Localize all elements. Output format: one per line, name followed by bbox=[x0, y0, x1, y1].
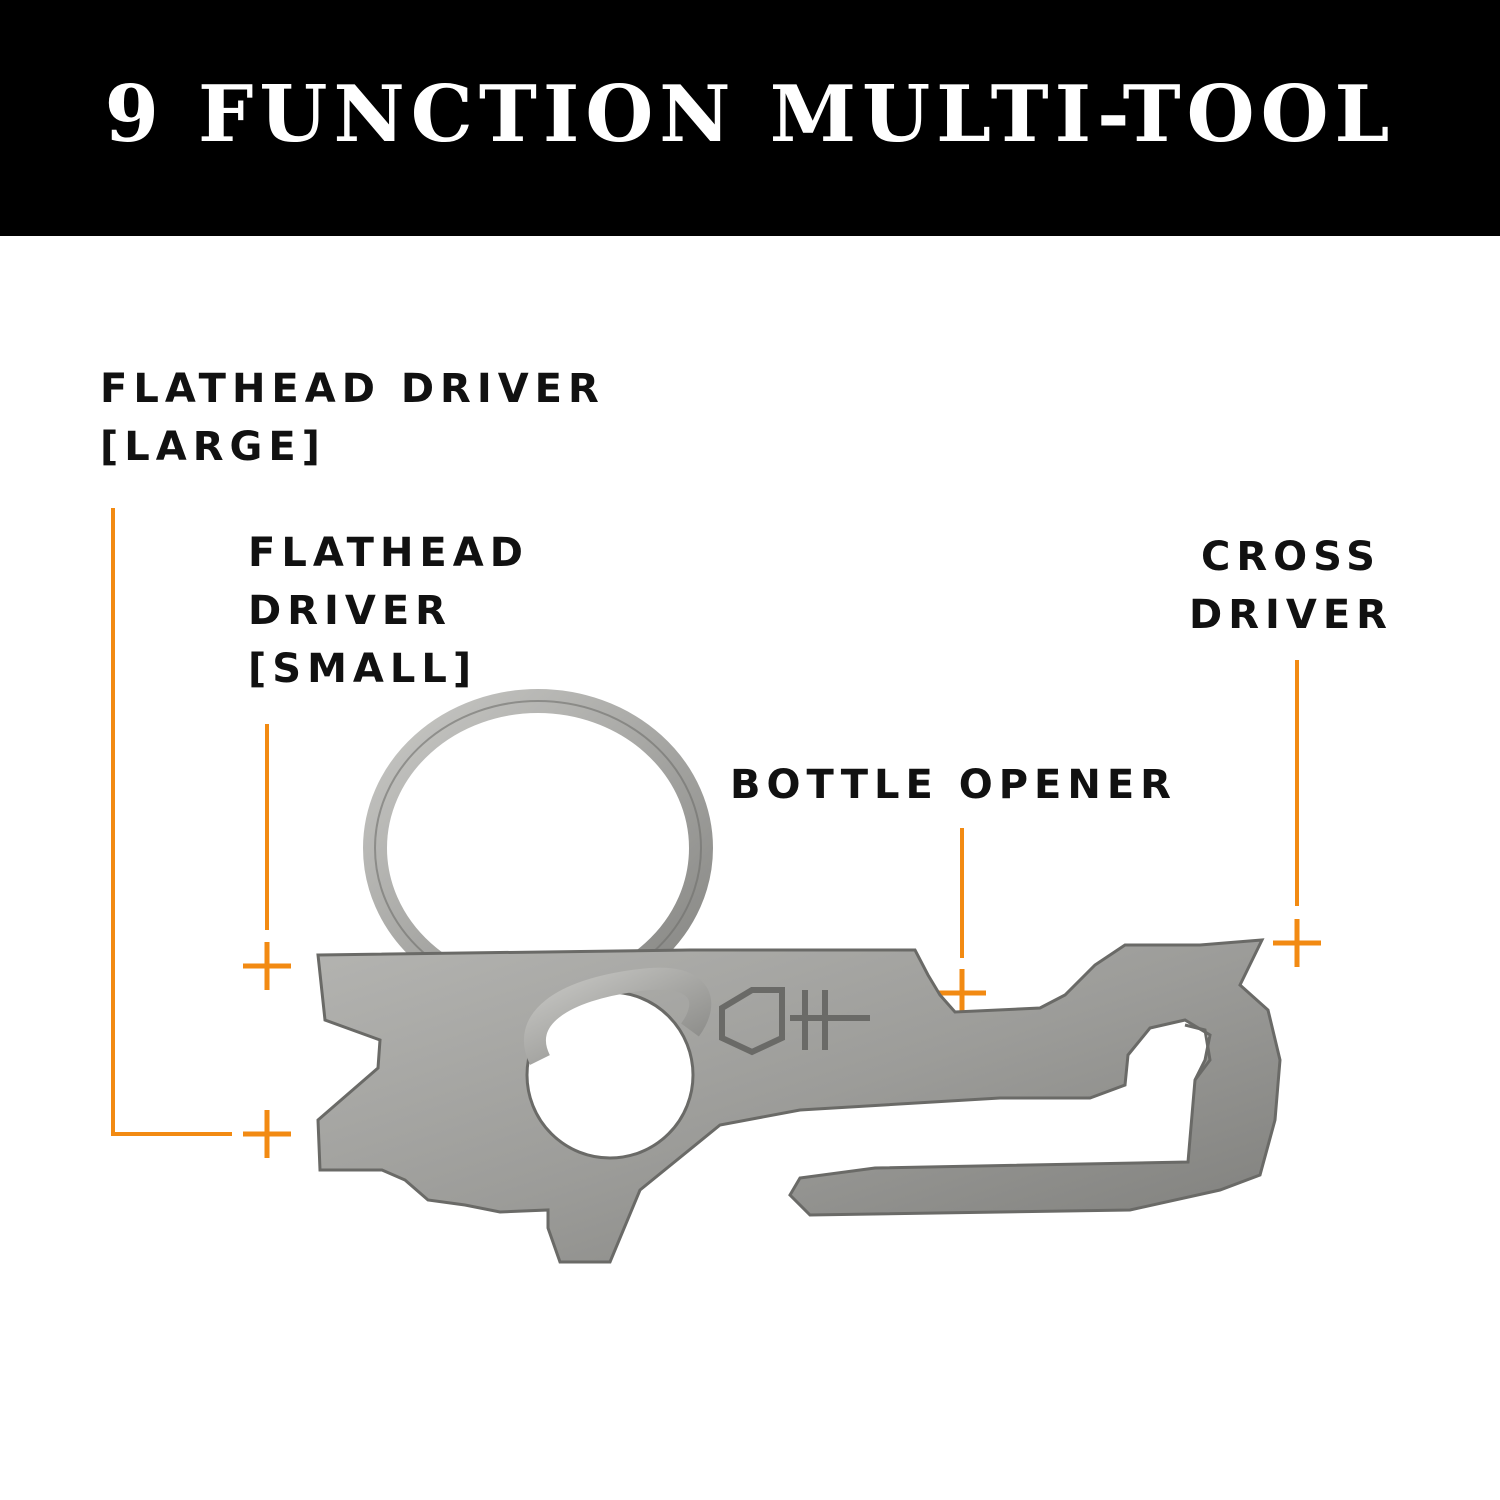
callout-cross-driver-line1: CROSS bbox=[1201, 534, 1381, 580]
plus-marker-icon bbox=[1273, 919, 1321, 967]
callout-bottle-opener: BOTTLE OPENER bbox=[730, 756, 1177, 814]
key-ring-front bbox=[524, 967, 712, 1065]
leader-lines bbox=[111, 508, 1299, 1136]
callout-flathead-small: FLATHEAD DRIVER [SMALL] bbox=[248, 524, 529, 698]
plus-marker-icon bbox=[243, 1110, 291, 1158]
callout-flathead-small-line1: FLATHEAD bbox=[248, 530, 529, 576]
callout-flathead-large-line2: [LARGE] bbox=[100, 424, 326, 470]
callout-bottle-opener-line1: BOTTLE OPENER bbox=[730, 762, 1177, 808]
page-title: 9 FUNCTION MULTI-TOOL bbox=[104, 68, 1396, 160]
callout-cross-driver-line2: DRIVER bbox=[1189, 592, 1393, 638]
gerber-logo-icon bbox=[719, 987, 870, 1056]
callout-flathead-small-line2: DRIVER bbox=[248, 588, 452, 634]
plus-marker-icon bbox=[938, 969, 986, 1017]
leader-line-flathead-large bbox=[111, 508, 232, 1136]
header-banner: 9 FUNCTION MULTI-TOOL bbox=[0, 0, 1500, 236]
hex-notch bbox=[1184, 1023, 1212, 1081]
plus-markers bbox=[243, 919, 1321, 1158]
callout-flathead-large: FLATHEAD DRIVER [LARGE] bbox=[100, 360, 605, 476]
callout-flathead-large-line1: FLATHEAD DRIVER bbox=[100, 366, 605, 412]
plus-marker-icon bbox=[243, 942, 291, 990]
callout-cross-driver: CROSS DRIVER bbox=[1186, 528, 1396, 644]
multi-tool-body bbox=[316, 938, 1282, 1264]
callout-flathead-small-line3: [SMALL] bbox=[248, 646, 478, 692]
